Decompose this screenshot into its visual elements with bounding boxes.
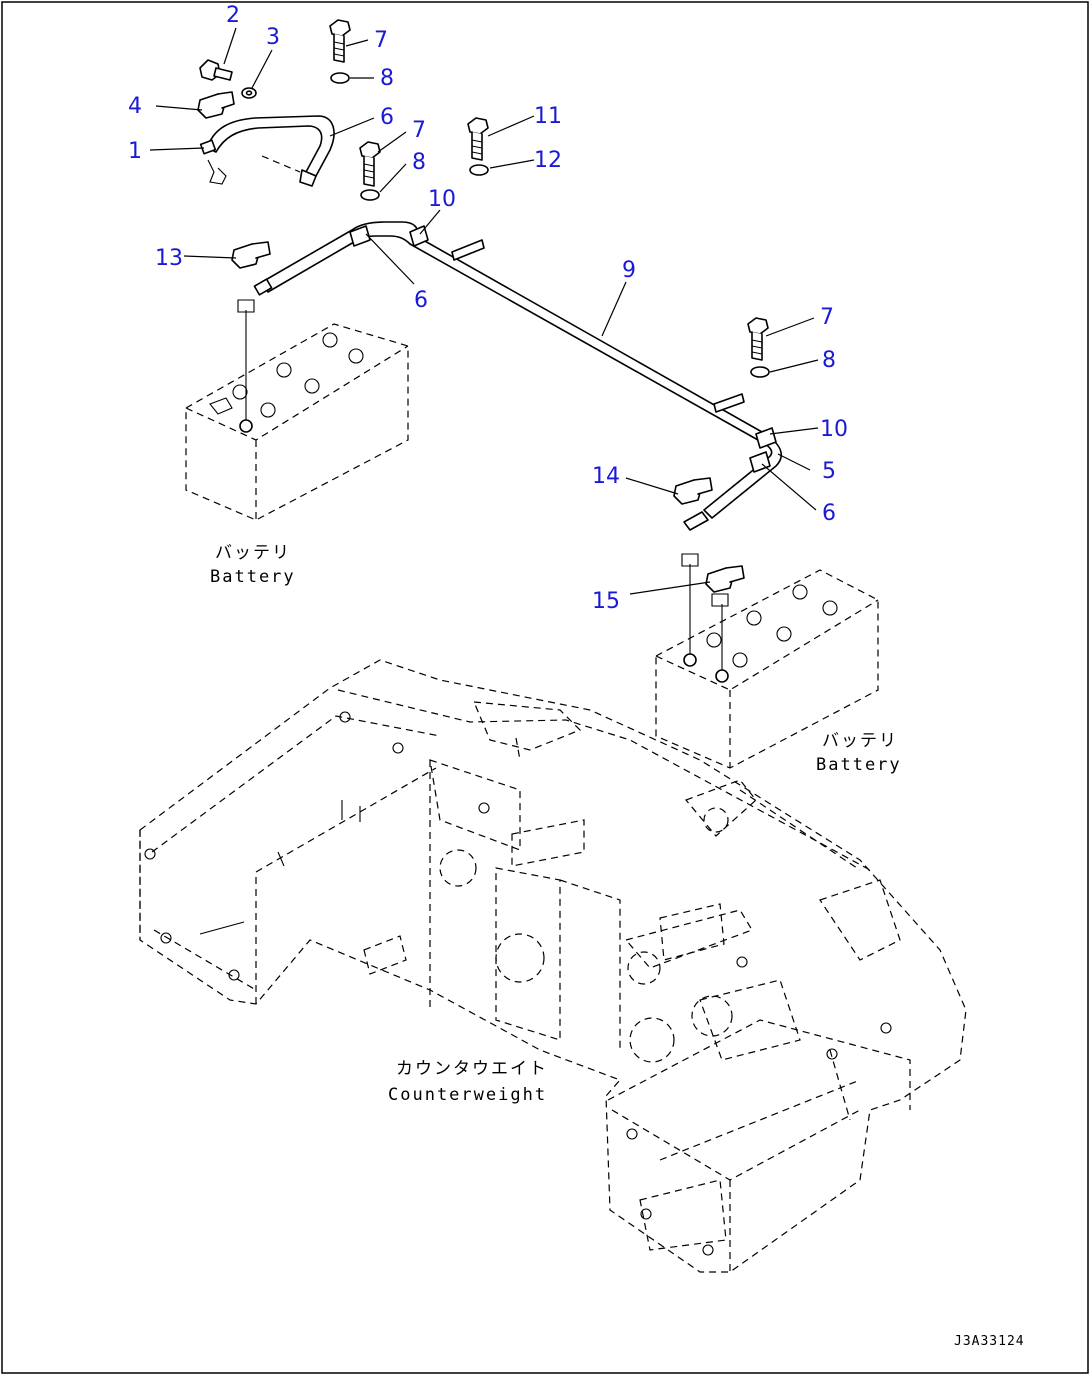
battery-left (185, 299, 409, 521)
callout-6-top: 6 (380, 105, 394, 130)
battery-left-label-en: Battery (210, 567, 296, 587)
callout-15: 15 (592, 589, 620, 614)
terminal-cover-4 (197, 91, 235, 119)
counterweight-frame (139, 659, 967, 1273)
callout-14: 14 (592, 464, 620, 489)
counterweight-label-en: Counterweight (388, 1085, 547, 1105)
washer-8-top (330, 72, 350, 84)
short-cable-1 (199, 115, 335, 187)
callout-1: 1 (128, 139, 142, 164)
counterweight-label-jp: カウンタウエイト (396, 1059, 548, 1079)
bolt-7-mid (359, 141, 381, 187)
bolt-7-top (329, 19, 351, 63)
callout-6-mid: 6 (414, 288, 428, 313)
callout-9: 9 (622, 258, 636, 283)
washer-3 (241, 87, 257, 99)
leader-lines (149, 27, 819, 595)
callout-13: 13 (155, 246, 183, 271)
callout-10-top: 10 (428, 187, 456, 212)
bolt-11 (467, 117, 489, 161)
bolt-7-right (747, 317, 769, 361)
drawing-number: J3A33124 (954, 1334, 1025, 1349)
washer-8-right (750, 366, 770, 378)
terminal-cover-15 (705, 565, 745, 593)
callout-8-top: 8 (380, 66, 394, 91)
callouts: 2 3 7 8 4 6 1 7 8 11 12 10 13 9 6 7 8 10… (128, 3, 848, 614)
callout-3: 3 (266, 25, 280, 50)
battery-right-label-en: Battery (816, 755, 902, 775)
battery-right (655, 553, 879, 769)
callout-8-mid: 8 (412, 150, 426, 175)
battery-left-label-jp: バッテリ (215, 543, 291, 563)
callout-5: 5 (822, 459, 836, 484)
washer-12 (469, 164, 489, 176)
bolt-2 (199, 59, 233, 81)
battery-right-label-jp: バッテリ (822, 731, 898, 751)
callout-8-right: 8 (822, 348, 836, 373)
callout-12: 12 (534, 148, 562, 173)
callout-7-right: 7 (820, 305, 834, 330)
callout-6-right: 6 (822, 501, 836, 526)
terminal-cover-14 (673, 477, 713, 505)
callout-7-mid: 7 (412, 118, 426, 143)
callout-7-top: 7 (374, 28, 388, 53)
callout-10-right: 10 (820, 417, 848, 442)
callout-11: 11 (534, 104, 562, 129)
terminal-cover-13 (231, 241, 271, 269)
callout-2: 2 (226, 3, 240, 28)
washer-8-mid (360, 189, 380, 201)
callout-4: 4 (128, 94, 142, 119)
